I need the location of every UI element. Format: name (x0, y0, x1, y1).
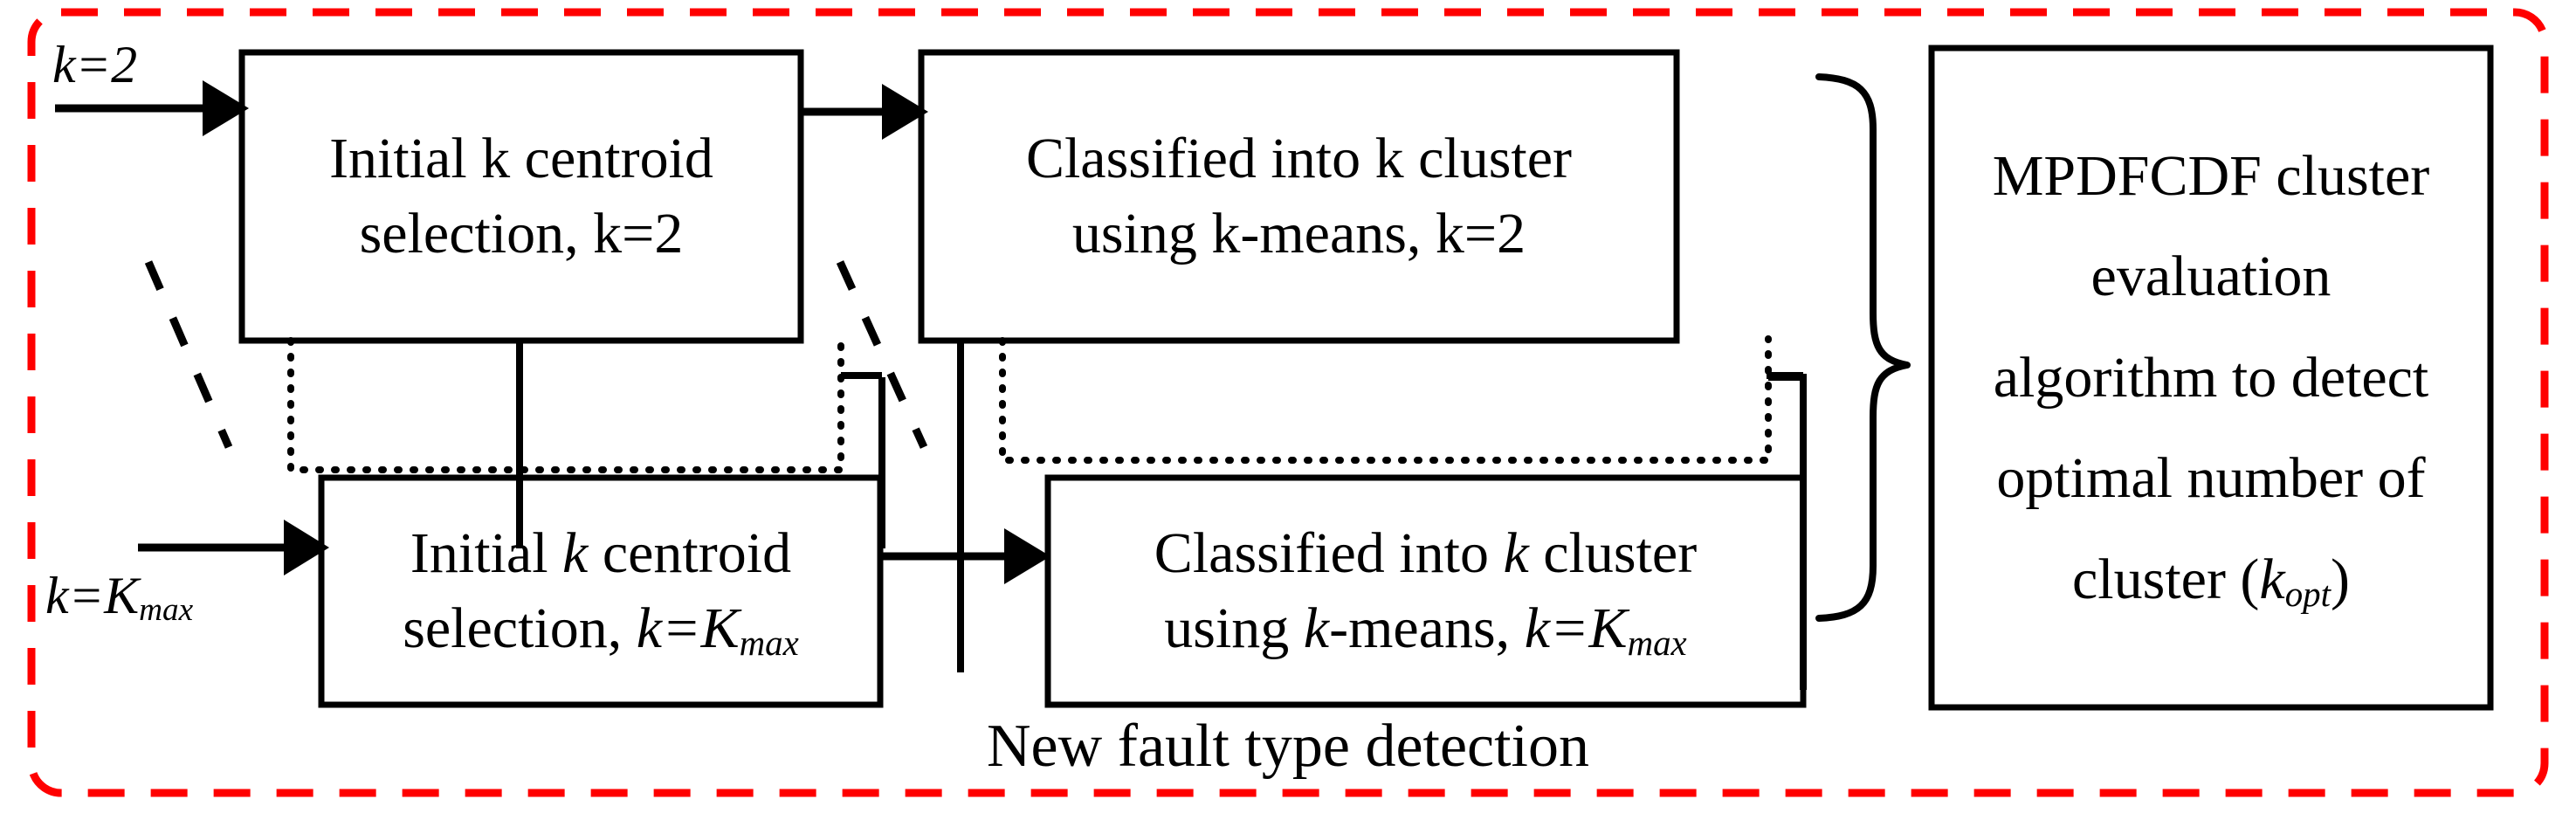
new-fault-type-detection-container (27, 8, 2549, 797)
figure-caption-text: New fault type detection (986, 713, 1590, 780)
input-label-kmax-base: k=K (45, 567, 140, 624)
arrow-input-k2 (55, 80, 249, 136)
dashed-ellipsis-initial (144, 260, 233, 449)
input-label-k2-text: k=2 (52, 36, 138, 93)
box-initial-centroid-kmax-rect[interactable] (318, 474, 884, 708)
arrow-initial-k2-to-classified-k2 (801, 84, 928, 140)
box-mpdfcdf-evaluation-rect[interactable] (1928, 45, 2494, 711)
figure-caption: New fault type detection (0, 712, 2576, 782)
box-classified-kmax-rect[interactable] (1044, 474, 1807, 708)
box-classified-k2-rect[interactable] (918, 49, 1680, 344)
dotted-link-classified-boxes (999, 335, 1772, 464)
input-label-kmax: k=Kmax (45, 566, 193, 629)
input-label-kmax-subscript: max (139, 592, 194, 629)
box-initial-centroid-k2-rect[interactable] (238, 49, 804, 344)
grouping-brace (1815, 73, 1911, 622)
dotted-link-initial-boxes (287, 335, 844, 473)
input-label-k2: k=2 (52, 35, 137, 95)
arrow-initial-kmax-to-classified-kmax (880, 528, 1050, 584)
arrow-input-kmax (138, 520, 329, 575)
